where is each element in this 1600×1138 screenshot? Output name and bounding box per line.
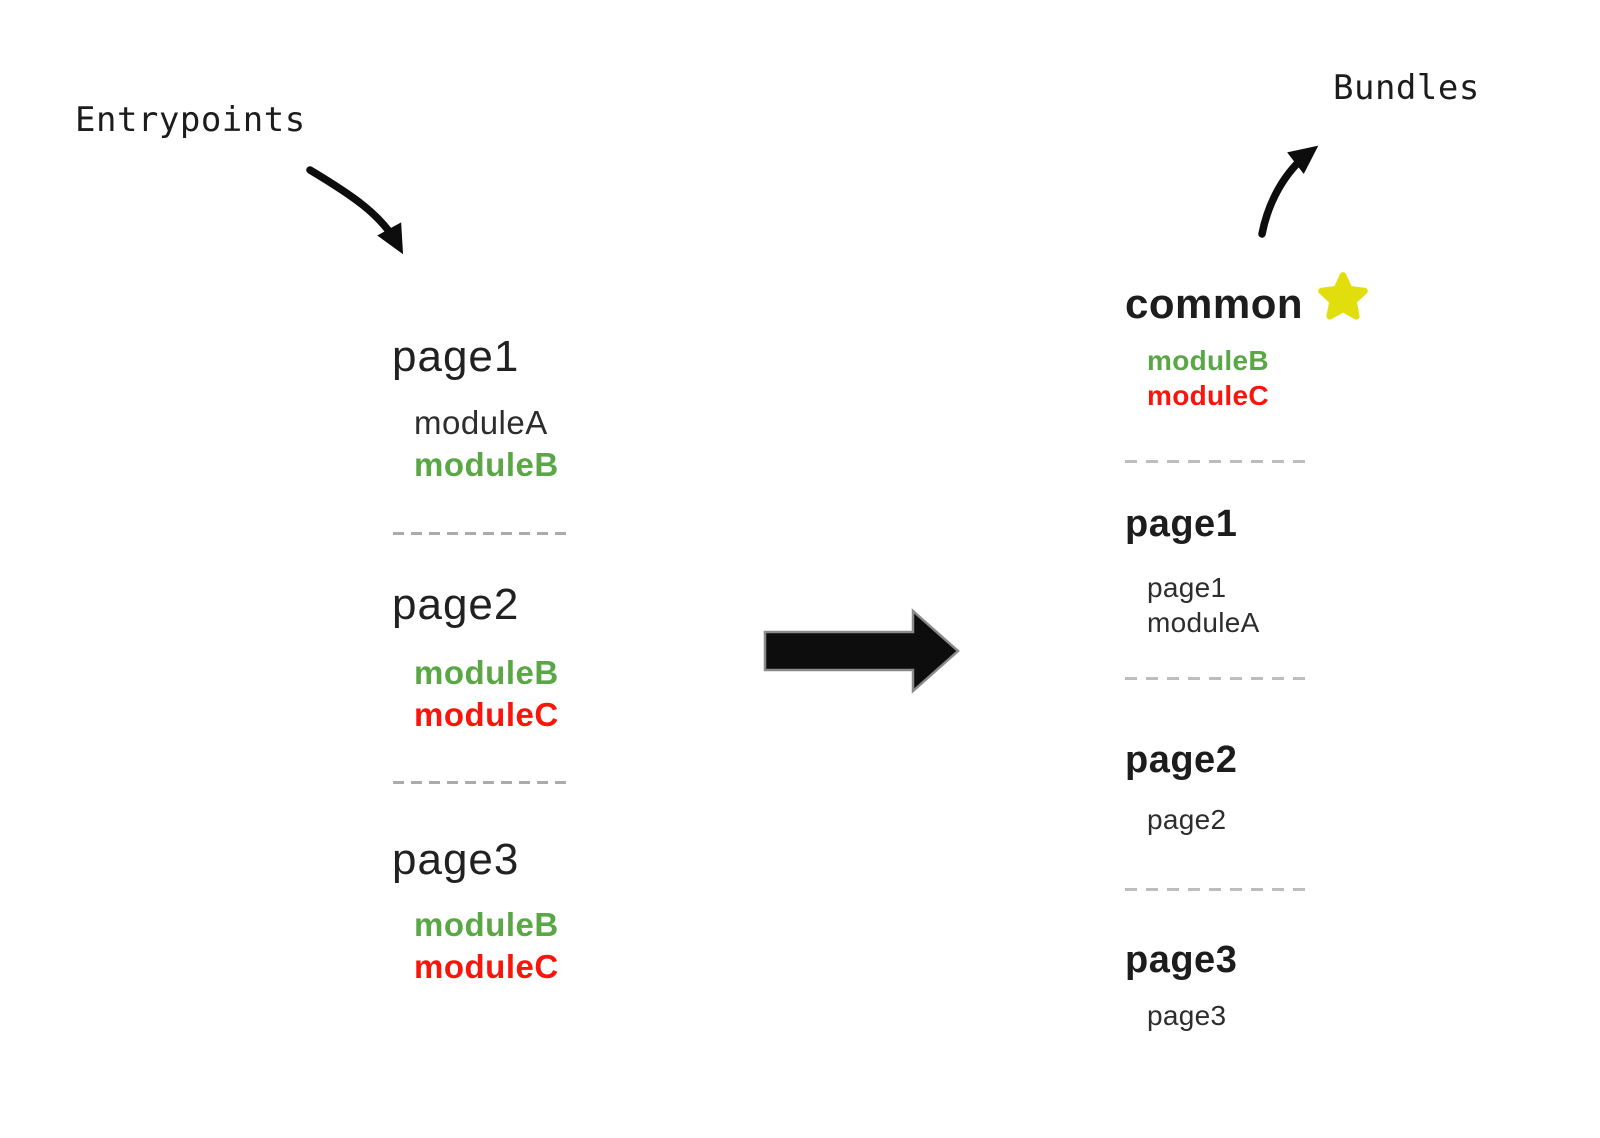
bundle-common-moduleC: moduleC xyxy=(1147,380,1269,411)
entry-page1-title: page1 xyxy=(392,332,520,381)
entry-page2-title: page2 xyxy=(392,580,520,629)
curved-arrow-down-icon xyxy=(306,166,404,255)
entry-page1-moduleB: moduleB xyxy=(414,446,559,483)
bundle-common-moduleB: moduleB xyxy=(1147,345,1269,376)
entry-divider-2 xyxy=(393,781,571,784)
bundle-page2-item-page2: page2 xyxy=(1147,804,1227,835)
curved-arrow-up-icon xyxy=(1258,145,1319,238)
entry-page3-moduleC: moduleC xyxy=(414,948,559,985)
bundle-divider-1 xyxy=(1125,460,1309,463)
bundle-page2-title: page2 xyxy=(1125,739,1238,781)
bundles-label: Bundles xyxy=(1333,68,1480,108)
entry-page2-moduleC: moduleC xyxy=(414,696,559,733)
entry-page3-title: page3 xyxy=(392,835,520,884)
bundle-page1-title: page1 xyxy=(1125,503,1238,545)
bundle-common-title: common xyxy=(1125,280,1304,327)
entry-page1-moduleA: moduleA xyxy=(414,404,548,441)
entry-page2-moduleB: moduleB xyxy=(414,654,559,691)
bundle-page1-item-moduleA: moduleA xyxy=(1147,607,1260,638)
entrypoints-label: Entrypoints xyxy=(75,100,306,140)
bundle-page3-title: page3 xyxy=(1125,939,1238,981)
entry-divider-1 xyxy=(393,532,571,535)
entry-page3-moduleB: moduleB xyxy=(414,906,559,943)
star-icon xyxy=(1318,272,1368,320)
bundle-page1-item-page1: page1 xyxy=(1147,572,1227,603)
bundle-divider-2 xyxy=(1125,677,1309,680)
bundle-page3-item-page3: page3 xyxy=(1147,1000,1227,1031)
right-arrow-icon xyxy=(763,608,960,694)
bundle-divider-3 xyxy=(1125,888,1309,891)
